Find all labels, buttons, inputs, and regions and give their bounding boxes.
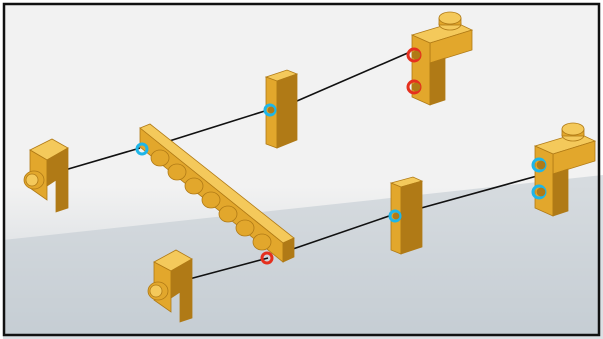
clip-left-bottom-shape	[170, 258, 193, 323]
tile-bottom	[388, 176, 424, 255]
plate-studs-shape	[184, 177, 204, 195]
guide-lines	[57, 51, 538, 283]
clip-left-bottom-shape	[149, 284, 163, 298]
plate-studs-shape	[150, 149, 170, 167]
guide-line-plate-to-tile-2	[289, 214, 393, 251]
bracket-bottom-right-shape	[552, 168, 569, 217]
bracket-bottom-right-shape	[534, 145, 554, 217]
bracket-bottom-right-shape	[561, 122, 585, 136]
connect-point-blue	[263, 103, 277, 117]
plate-studs-shape	[252, 233, 272, 251]
bracket-bottom-right-shape	[536, 187, 546, 197]
guide-line-clip-to-plate-end	[177, 257, 269, 283]
bracket-bottom-right	[531, 122, 597, 217]
plate-1x8	[135, 123, 295, 265]
bracket-top-right-shape	[411, 50, 421, 60]
guide-line-tile-to-bracket	[289, 51, 411, 105]
tile-bottom-shape	[392, 212, 400, 220]
bracket-top-right-shape	[411, 34, 431, 106]
bracket-top-right-shape	[438, 11, 462, 25]
tile-top	[263, 69, 299, 149]
guide-line-tile-to-bracket-2	[413, 175, 538, 211]
clip-left-top-shape	[25, 173, 39, 187]
clip-left-bottom	[147, 249, 193, 323]
plate-studs-shape	[201, 191, 221, 209]
plate-1x8-shape	[282, 237, 295, 263]
connect-point-blue	[135, 142, 149, 156]
tile-top-shape	[276, 73, 298, 149]
clip-left-top	[23, 138, 69, 213]
plate-studs	[150, 149, 272, 251]
plate-studs-shape	[235, 219, 255, 237]
clip-left-top-shape	[46, 147, 69, 213]
bracket-top-right-shape	[411, 82, 421, 92]
guide-line-clip-to-plate	[57, 147, 141, 173]
bracket-top-right-shape	[429, 57, 446, 106]
bracket-bottom-right-shape	[536, 160, 546, 170]
plate-studs-shape	[167, 163, 187, 181]
connect-point-blue	[388, 209, 402, 223]
bracket-top-right	[406, 11, 474, 106]
plate-studs-shape	[218, 205, 238, 223]
connect-point-red	[260, 251, 274, 265]
tile-top-shape	[267, 106, 275, 114]
tile-bottom-shape	[400, 180, 423, 255]
